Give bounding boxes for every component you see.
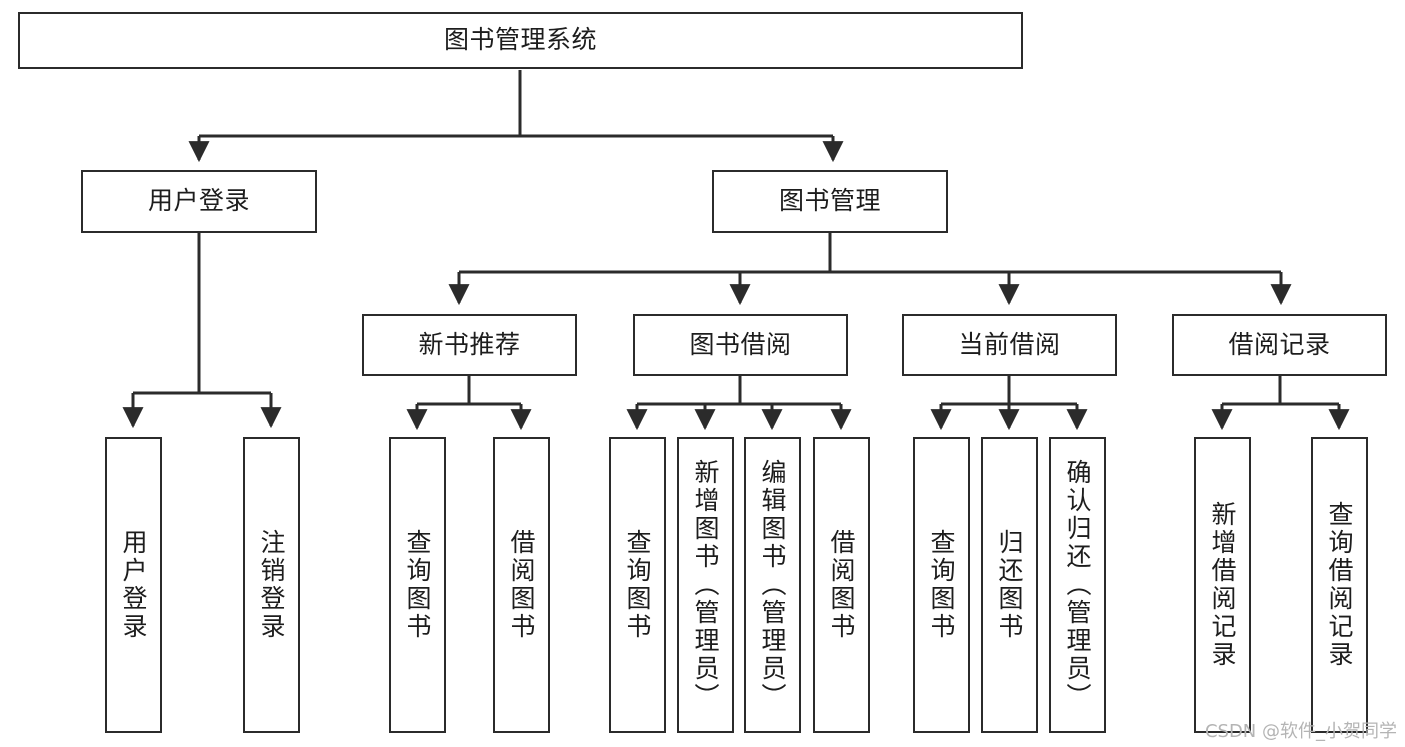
node-book-manage[interactable]: 图书管理 — [712, 170, 948, 233]
node-label: 当前借阅 — [958, 329, 1061, 359]
node-label: 图书管理 — [778, 186, 881, 216]
node-leaf-add-record[interactable]: 新增借阅记录 — [1194, 437, 1251, 733]
node-label: 图书借阅 — [689, 329, 792, 359]
node-leaf-query-book-3[interactable]: 查询图书 — [913, 437, 970, 733]
node-user-login[interactable]: 用户登录 — [81, 170, 317, 233]
node-current-borrow[interactable]: 当前借阅 — [902, 314, 1117, 376]
node-leaf-query-record[interactable]: 查询借阅记录 — [1311, 437, 1368, 733]
node-leaf-edit-book[interactable]: 编辑图书（管理员） — [744, 437, 801, 733]
node-label: 借阅图书 — [827, 529, 856, 641]
node-leaf-query-book-2[interactable]: 查询图书 — [609, 437, 666, 733]
node-label: 借阅记录 — [1228, 329, 1331, 359]
node-label: 查询图书 — [623, 529, 652, 641]
node-leaf-logout[interactable]: 注销登录 — [243, 437, 300, 733]
node-leaf-confirm-return[interactable]: 确认归还（管理员） — [1049, 437, 1106, 733]
node-leaf-borrow-book-2[interactable]: 借阅图书 — [813, 437, 870, 733]
node-borrow-record[interactable]: 借阅记录 — [1172, 314, 1387, 376]
node-leaf-borrow-book-1[interactable]: 借阅图书 — [493, 437, 550, 733]
node-label: 查询借阅记录 — [1325, 501, 1354, 669]
node-book-borrow[interactable]: 图书借阅 — [633, 314, 848, 376]
node-label: 确认归还（管理员） — [1063, 459, 1092, 711]
watermark-text: CSDN @软件_小贺同学 — [1204, 721, 1397, 742]
node-leaf-return-book[interactable]: 归还图书 — [981, 437, 1038, 733]
node-label: 图书管理系统 — [443, 25, 597, 55]
node-root-system[interactable]: 图书管理系统 — [18, 12, 1023, 69]
node-leaf-add-book[interactable]: 新增图书（管理员） — [677, 437, 734, 733]
node-new-book-recommend[interactable]: 新书推荐 — [362, 314, 577, 376]
node-label: 归还图书 — [995, 529, 1024, 641]
node-label: 查询图书 — [403, 529, 432, 641]
node-label: 编辑图书（管理员） — [758, 459, 787, 711]
node-label: 借阅图书 — [507, 529, 536, 641]
node-leaf-user-login[interactable]: 用户登录 — [105, 437, 162, 733]
node-label: 新增借阅记录 — [1208, 501, 1237, 669]
node-label: 查询图书 — [927, 529, 956, 641]
node-leaf-query-book-1[interactable]: 查询图书 — [389, 437, 446, 733]
node-label: 新增图书（管理员） — [691, 459, 720, 711]
node-label: 用户登录 — [147, 186, 250, 216]
node-label: 新书推荐 — [418, 329, 521, 359]
node-label: 注销登录 — [257, 529, 286, 641]
node-label: 用户登录 — [119, 529, 148, 641]
